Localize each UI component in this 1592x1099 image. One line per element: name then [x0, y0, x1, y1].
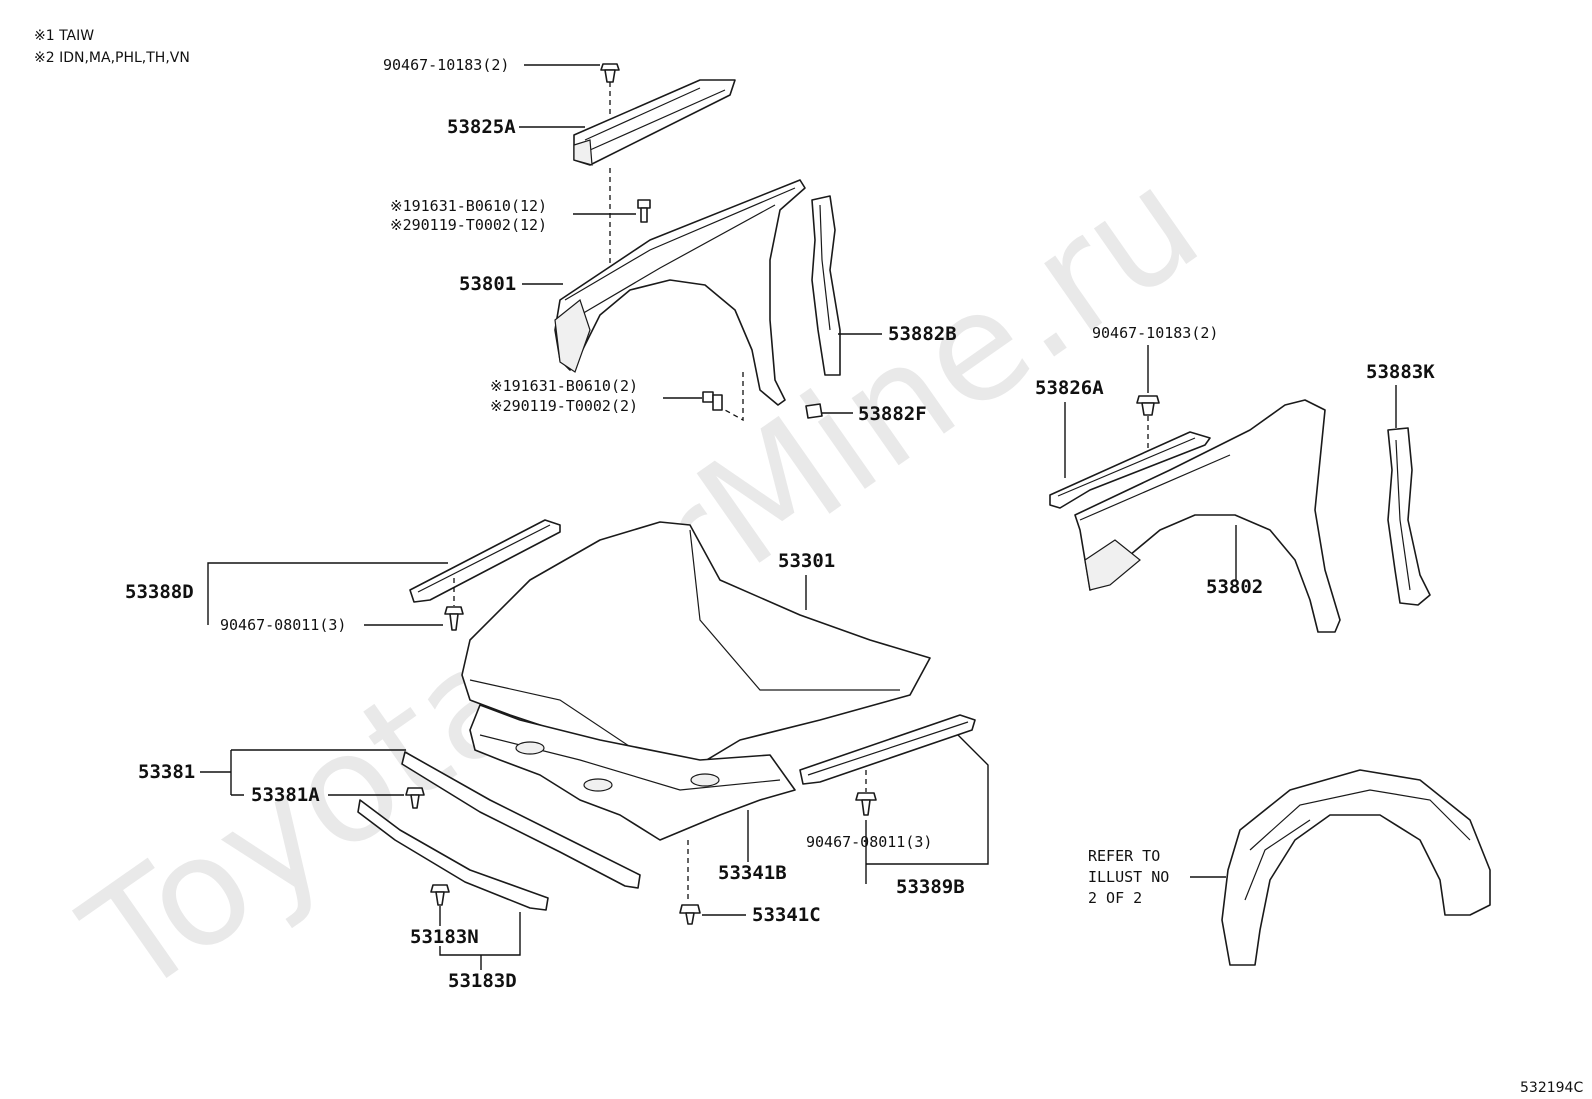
clip-90467-08011-right[interactable] [855, 792, 877, 816]
label-90467-08011-left: 90467-08011(3) [220, 616, 346, 634]
label-53183D: 53183D [448, 970, 517, 992]
label-53825A: 53825A [447, 116, 516, 138]
label-53341B: 53341B [718, 862, 787, 884]
bolt-91631-upper[interactable] [637, 199, 651, 223]
label-53883K: 53883K [1366, 361, 1435, 383]
label-53341C: 53341C [752, 904, 821, 926]
bolt-91631-lower[interactable] [702, 391, 723, 411]
figure-code: 532194C [1520, 1080, 1583, 1096]
label-90467-10183-right: 90467-10183(2) [1092, 324, 1218, 342]
label-53381: 53381 [138, 761, 195, 783]
clip-53381A[interactable] [405, 787, 425, 809]
label-bolt-90119-12: ※290119-T0002(12) [390, 216, 547, 234]
label-53882F: 53882F [858, 403, 927, 425]
part-53381A-seal-strip[interactable] [401, 751, 641, 889]
clip-90467-10183-right[interactable] [1136, 395, 1160, 416]
part-53882F-pad[interactable] [805, 403, 823, 419]
label-bolt-91631-2: ※191631-B0610(2) [490, 377, 638, 395]
label-90467-10183-top: 90467-10183(2) [383, 56, 509, 74]
label-53183N: 53183N [410, 926, 479, 948]
label-53882B: 53882B [888, 323, 957, 345]
clip-53341C[interactable] [679, 904, 701, 925]
part-53341B-insulator[interactable] [469, 704, 796, 841]
part-53183D-seal-strip[interactable] [357, 799, 549, 911]
refer-note-line2: ILLUST NO [1088, 868, 1169, 886]
part-53301-hood[interactable] [461, 521, 931, 771]
label-53301: 53301 [778, 550, 835, 572]
label-53381A: 53381A [251, 784, 320, 806]
part-53882B-seal[interactable] [811, 195, 841, 376]
note-taiw: ※1 TAIW [34, 28, 94, 44]
label-90467-08011-right: 90467-08011(3) [806, 833, 932, 851]
label-53388D: 53388D [125, 581, 194, 603]
part-53826A-seal[interactable] [1049, 431, 1211, 509]
label-53801: 53801 [459, 273, 516, 295]
label-53826A: 53826A [1035, 377, 1104, 399]
label-bolt-90119-2: ※290119-T0002(2) [490, 397, 638, 415]
part-53389B-seal[interactable] [799, 714, 976, 785]
part-53802-fender-rh[interactable] [1074, 399, 1341, 633]
clip-90467-08011-left[interactable] [444, 606, 464, 631]
label-bolt-91631-12: ※191631-B0610(12) [390, 197, 547, 215]
refer-note-line1: REFER TO [1088, 847, 1160, 865]
refer-note-line3: 2 OF 2 [1088, 889, 1142, 907]
label-53802: 53802 [1206, 576, 1263, 598]
part-53825A-seal[interactable] [573, 79, 736, 166]
clip-53183N[interactable] [430, 884, 450, 906]
label-53389B: 53389B [896, 876, 965, 898]
note-regions: ※2 IDN,MA,PHL,TH,VN [34, 50, 190, 66]
part-fender-liner-ref[interactable] [1221, 769, 1491, 966]
part-53388D-seal[interactable] [409, 519, 561, 603]
part-53801-fender-lh[interactable] [554, 179, 806, 406]
clip-90467-10183-top[interactable] [600, 63, 620, 83]
part-53883K-seal[interactable] [1387, 427, 1431, 606]
